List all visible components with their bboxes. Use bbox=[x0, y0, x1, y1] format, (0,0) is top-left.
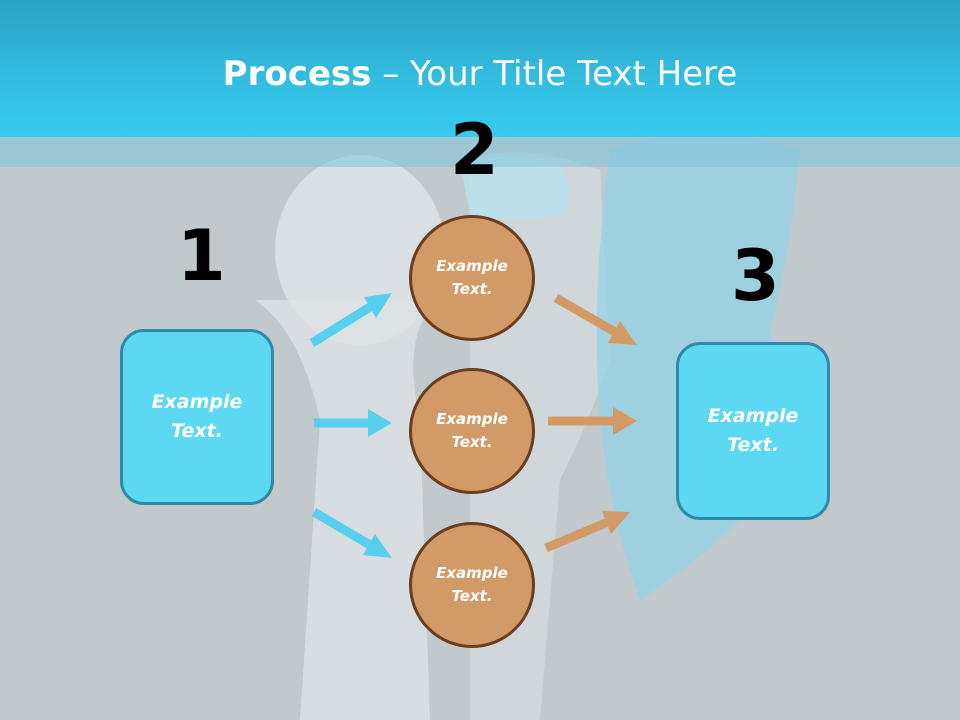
brown-arrow-bottom bbox=[544, 511, 630, 553]
right-box-text: Example Text. bbox=[707, 405, 799, 456]
title-bar-shadow bbox=[0, 137, 960, 167]
slide-title: Process – Your Title Text Here bbox=[0, 52, 960, 96]
step-number-3: 3 bbox=[731, 235, 780, 317]
step-number-2: 2 bbox=[450, 109, 499, 191]
title-rest: Your Title Text Here bbox=[410, 54, 738, 94]
right-text-box: Example Text. bbox=[676, 342, 830, 520]
title-bar bbox=[0, 0, 960, 137]
blue-arrow-down bbox=[311, 508, 392, 558]
circle-top: Example Text. bbox=[409, 215, 535, 341]
title-dash: – bbox=[371, 54, 411, 94]
brown-arrow-top bbox=[553, 294, 637, 345]
step-number-1: 1 bbox=[177, 215, 226, 297]
left-box-text: Example Text. bbox=[151, 391, 243, 442]
circle-middle: Example Text. bbox=[409, 368, 535, 494]
circle-top-text: Example Text. bbox=[436, 257, 508, 298]
circle-bottom: Example Text. bbox=[409, 522, 535, 648]
title-bold: Process bbox=[222, 54, 372, 94]
brown-arrow-middle bbox=[548, 407, 637, 435]
blue-arrow-middle bbox=[314, 409, 392, 437]
circle-bottom-text: Example Text. bbox=[436, 564, 508, 605]
left-text-box: Example Text. bbox=[120, 329, 274, 505]
circle-middle-text: Example Text. bbox=[436, 410, 508, 451]
blue-arrow-up bbox=[309, 293, 392, 347]
